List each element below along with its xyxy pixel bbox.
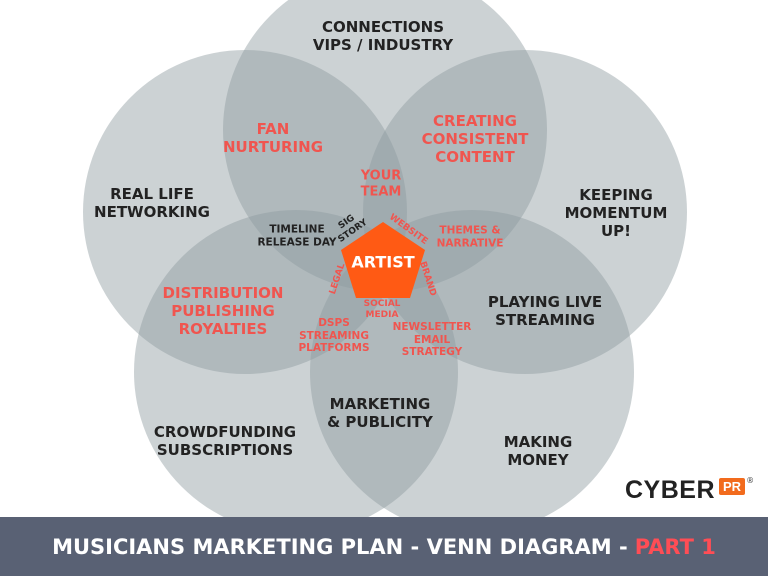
label-themes: THEMES & NARRATIVE (436, 224, 504, 249)
label-connections: CONNECTIONS VIPS / INDUSTRY (312, 18, 454, 54)
footer-part: PART 1 (634, 534, 716, 559)
label-fan-nurturing: FAN NURTURING (222, 120, 324, 156)
label-artist: ARTIST (351, 252, 415, 272)
logo-word: CYBER (625, 476, 716, 504)
footer-banner: MUSICIANS MARKETING PLAN - VENN DIAGRAM … (0, 517, 768, 576)
circle-top (223, 0, 547, 292)
label-timeline: TIMELINE RELEASE DAY (257, 223, 337, 248)
label-making-money: MAKING MONEY (503, 433, 573, 469)
artist-pentagon (341, 222, 425, 298)
label-crowdfunding: CROWDFUNDING SUBSCRIPTIONS (153, 423, 297, 459)
logo-registered-mark: ® (746, 476, 755, 485)
circle-right (363, 50, 687, 374)
label-real-life-networking: REAL LIFE NETWORKING (94, 185, 210, 221)
label-playing-live: PLAYING LIVE STREAMING (487, 293, 603, 329)
venn-diagram (83, 0, 687, 517)
label-creating-content: CREATING CONSISTENT CONTENT (421, 112, 529, 166)
label-dsps: DSPS STREAMING PLATFORMS (298, 317, 370, 355)
label-newsletter: NEWSLETTER EMAIL STRATEGY (392, 321, 472, 359)
label-your-team: YOUR TEAM (360, 168, 402, 199)
cyber-pr-logo: CYBER PR ® (625, 476, 754, 505)
label-social-media: SOCIAL MEDIA (363, 299, 401, 320)
logo-pr-badge: PR (719, 478, 746, 495)
footer-title: MUSICIANS MARKETING PLAN - VENN DIAGRAM … (52, 534, 628, 559)
label-distribution: DISTRIBUTION PUBLISHING ROYALTIES (162, 284, 284, 338)
label-marketing-publicity: MARKETING & PUBLICITY (327, 395, 433, 431)
label-keeping-momentum: KEEPING MOMENTUM UP! (564, 186, 668, 240)
circle-left (83, 50, 407, 374)
